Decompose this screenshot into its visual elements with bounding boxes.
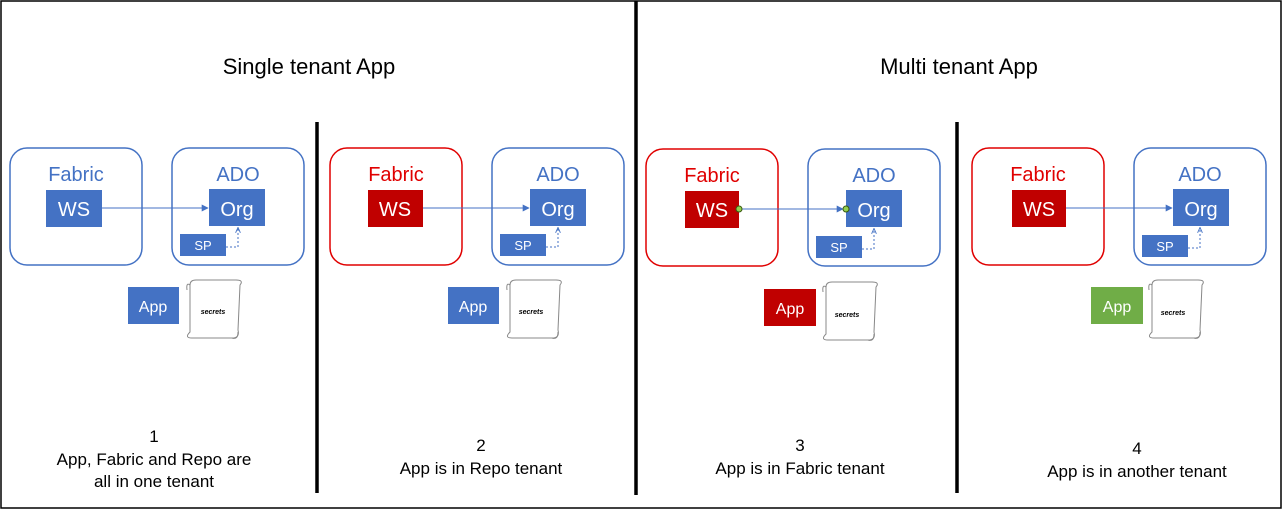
scenario-4: Fabric WS ADO Org SP App secrets 4 App i… [971, 147, 1267, 481]
secrets-scroll-icon: secrets [1148, 279, 1204, 339]
sp-to-org-arrow [226, 228, 238, 248]
scenario-caption-line-2: all in one tenant [94, 472, 214, 491]
fabric-label: Fabric [1010, 164, 1066, 186]
org-box [530, 189, 586, 226]
scenario-number: 4 [1132, 439, 1141, 458]
ado-label: ADO [1178, 164, 1221, 186]
sp-label: SP [194, 238, 211, 253]
sp-to-org-arrow [862, 229, 874, 250]
fabric-tenant-box [645, 148, 779, 267]
fabric-tenant-box [971, 147, 1105, 266]
scenario-1: Fabric WS ADO Org SP App secrets 1 App, … [9, 147, 305, 491]
single-tenant-title: Single tenant App [223, 54, 395, 79]
secrets-scroll-icon: secrets [506, 279, 562, 339]
sp-box [180, 234, 226, 256]
app-box [128, 287, 179, 324]
fabric-label: Fabric [684, 165, 740, 187]
scenario-caption-line-1: App, Fabric and Repo are [57, 450, 252, 469]
ado-label: ADO [852, 165, 895, 187]
scenario-2: Fabric WS ADO Org SP App secrets 2 App i… [329, 147, 625, 478]
app-box [1091, 287, 1143, 324]
org-label: Org [220, 199, 253, 221]
secrets-scroll-icon: secrets [822, 281, 878, 341]
ws-label: WS [379, 199, 411, 221]
app-box [448, 287, 499, 324]
ado-tenant-box [807, 148, 941, 267]
org-label: Org [857, 200, 890, 222]
connector-dot-end [842, 205, 850, 213]
ws-box [368, 190, 423, 227]
ado-label: ADO [216, 164, 259, 186]
secrets-label: secrets [201, 309, 226, 316]
app-label: App [139, 299, 168, 316]
ws-label: WS [58, 199, 90, 221]
ws-label: WS [1023, 199, 1055, 221]
sp-label: SP [830, 240, 847, 255]
sp-to-org-arrow [1188, 228, 1200, 249]
fabric-tenant-box [329, 147, 463, 266]
app-box [764, 289, 816, 326]
fabric-tenant-box [9, 147, 143, 266]
secrets-scroll-icon: secrets [186, 279, 242, 339]
org-box [1173, 189, 1229, 226]
scenario-caption-line-1: App is in Repo tenant [400, 459, 563, 478]
ado-tenant-box [491, 147, 625, 266]
secrets-label: secrets [835, 312, 860, 319]
scenario-caption-line-1: App is in another tenant [1047, 462, 1227, 481]
scenario-number: 3 [795, 436, 804, 455]
ado-tenant-box [1133, 147, 1267, 266]
ws-box [46, 190, 102, 227]
sp-box [816, 236, 862, 258]
ws-label: WS [696, 200, 728, 222]
sp-label: SP [1156, 239, 1173, 254]
fabric-label: Fabric [48, 164, 104, 186]
org-label: Org [1184, 199, 1217, 221]
scenario-3: Fabric WS ADO Org SP App secrets 3 App i… [645, 148, 941, 478]
ado-label: ADO [536, 164, 579, 186]
connector-dot-start [735, 205, 743, 213]
sp-label: SP [514, 238, 531, 253]
app-label: App [776, 301, 805, 318]
ws-box [685, 191, 739, 228]
sp-box [500, 234, 546, 256]
scenario-number: 1 [149, 427, 158, 446]
multi-tenant-title: Multi tenant App [880, 54, 1038, 79]
app-label: App [459, 299, 488, 316]
sp-to-org-arrow [546, 228, 558, 248]
sp-box [1142, 235, 1188, 257]
ado-tenant-box [171, 147, 305, 266]
fabric-label: Fabric [368, 164, 424, 186]
org-box [209, 189, 265, 226]
org-box [846, 190, 902, 227]
scenario-number: 2 [476, 436, 485, 455]
app-label: App [1103, 299, 1132, 316]
scenario-caption-line-1: App is in Fabric tenant [715, 459, 884, 478]
org-label: Org [541, 199, 574, 221]
secrets-label: secrets [1161, 310, 1186, 317]
ws-box [1012, 190, 1066, 227]
secrets-label: secrets [519, 309, 544, 316]
